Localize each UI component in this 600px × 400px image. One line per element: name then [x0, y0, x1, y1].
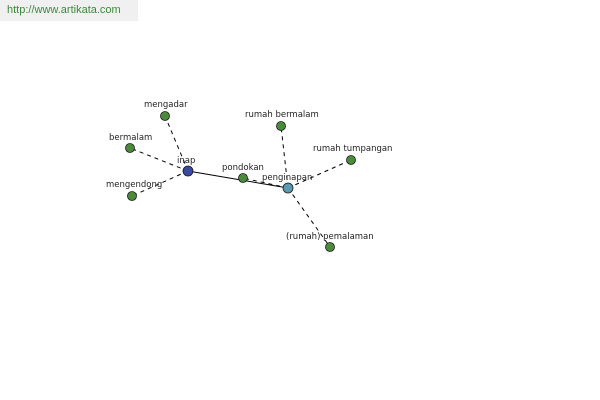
node-pondokan[interactable]: pondokan — [222, 163, 264, 183]
node-label-inap: inap — [177, 156, 195, 166]
node-bermalam[interactable]: bermalam — [109, 133, 152, 153]
node-label-penginapan: penginapan — [262, 173, 312, 183]
edge-inap-mengendong — [131, 170, 189, 197]
node-penginapan[interactable]: penginapan — [262, 173, 312, 194]
edge-inap-bermalam — [129, 147, 189, 172]
graph-edges — [129, 115, 352, 248]
node-inap[interactable]: inap — [177, 156, 195, 177]
node-rumah-pemalaman[interactable]: (rumah) pemalaman — [286, 232, 374, 252]
edge-inap-mengadar — [164, 115, 189, 172]
node-rumah-tumpangan[interactable]: rumah tumpangan — [313, 144, 392, 165]
node-dot-mengendong[interactable] — [127, 191, 137, 201]
edge-penginapan-rumah-tumpangan — [287, 159, 352, 189]
node-label-bermalam: bermalam — [109, 133, 152, 143]
node-dot-bermalam[interactable] — [125, 143, 135, 153]
node-dot-mengadar[interactable] — [160, 111, 170, 121]
node-label-mengadar: mengadar — [144, 100, 188, 110]
watermark: http://www.artikata.com — [0, 0, 138, 21]
node-dot-inap[interactable] — [182, 165, 194, 177]
node-dot-penginapan[interactable] — [282, 182, 294, 194]
node-label-rumah-bermalam: rumah bermalam — [245, 110, 319, 120]
graph-nodes: inap penginapan mengadar bermalam mengendong… — [106, 100, 392, 252]
node-label-rumah-pemalaman: (rumah) pemalaman — [286, 232, 374, 242]
edge-inap-penginapan — [187, 170, 289, 189]
node-label-pondokan: pondokan — [222, 163, 264, 173]
node-dot-rumah-tumpangan[interactable] — [346, 155, 356, 165]
node-mengadar[interactable]: mengadar — [144, 100, 188, 121]
edge-penginapan-rumah-bermalam — [280, 125, 289, 189]
watermark-text: http://www.artikata.com — [7, 4, 121, 16]
node-dot-rumah-bermalam[interactable] — [276, 121, 286, 131]
node-mengendong[interactable]: mengendong — [106, 180, 162, 201]
node-dot-pondokan[interactable] — [238, 173, 248, 183]
node-dot-rumah-pemalaman[interactable] — [325, 242, 335, 252]
node-rumah-bermalam[interactable]: rumah bermalam — [245, 110, 319, 131]
node-label-mengendong: mengendong — [106, 180, 162, 190]
node-label-rumah-tumpangan: rumah tumpangan — [313, 144, 392, 154]
